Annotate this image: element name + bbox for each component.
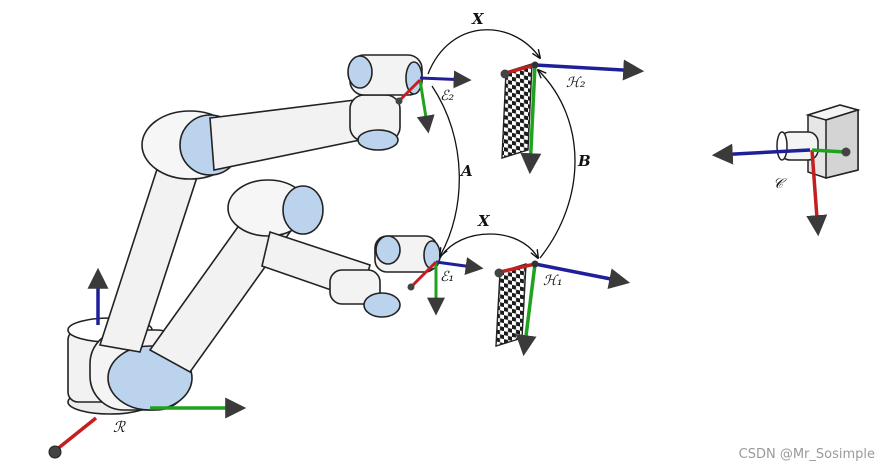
base-frame-label: ℛ bbox=[113, 418, 126, 436]
calibration-pattern-2 bbox=[500, 59, 645, 175]
transform-b-label: B bbox=[577, 152, 591, 170]
robot-arm-pose-1 bbox=[67, 179, 441, 415]
arc-x-top bbox=[427, 29, 540, 75]
transform-x-bottom-label: X bbox=[477, 212, 491, 230]
robot-elbow-cap-1 bbox=[282, 185, 324, 235]
transform-x-top-label: X bbox=[471, 10, 485, 28]
robot-wrist-cap-1 bbox=[363, 292, 401, 318]
effector-2-label: ℰ₂ bbox=[440, 88, 454, 104]
base-axis-red bbox=[54, 416, 98, 452]
effector-1-axes bbox=[407, 257, 484, 316]
transform-arcs bbox=[427, 29, 576, 259]
pattern-1-label: ℋ₁ bbox=[543, 273, 562, 289]
arc-x-bottom bbox=[439, 233, 538, 258]
pattern-2-label: ℋ₂ bbox=[566, 75, 586, 91]
transform-a-label: A bbox=[459, 162, 473, 180]
robot-forearm-2 bbox=[209, 99, 361, 171]
robot-flange-2 bbox=[405, 61, 423, 95]
camera-frame-axes bbox=[711, 143, 851, 237]
camera bbox=[776, 104, 861, 179]
effector-2-axes bbox=[395, 70, 472, 134]
arc-a bbox=[431, 85, 460, 256]
camera-frame-label: 𝒞 bbox=[773, 176, 787, 192]
calibration-pattern-1 bbox=[494, 260, 631, 357]
base-origin-dot bbox=[48, 445, 62, 459]
effector-1-label: ℰ₁ bbox=[440, 269, 454, 285]
robot-arm-pose-2 bbox=[98, 54, 423, 353]
watermark: CSDN @Mr_Sosimple bbox=[739, 447, 875, 462]
base-frame-axes bbox=[48, 267, 247, 459]
arc-b bbox=[538, 70, 576, 259]
